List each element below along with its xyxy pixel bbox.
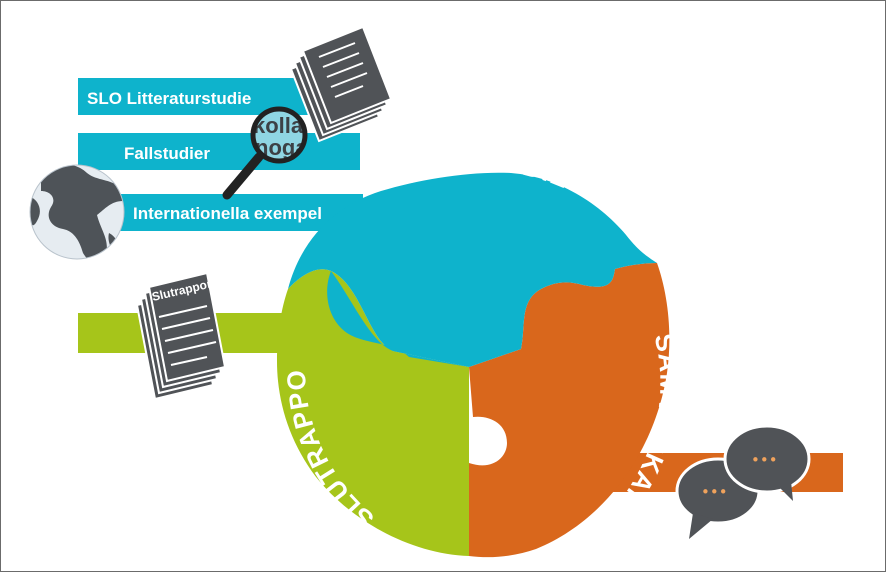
bar-fallstudier bbox=[78, 133, 360, 170]
puzzle-piece-slutrapport bbox=[277, 269, 469, 556]
label-fallstudier: Fallstudier bbox=[124, 144, 210, 163]
speech-dots-2: ••• bbox=[751, 451, 778, 469]
document-stack-icon bbox=[289, 25, 393, 143]
report-document-icon: Slutrapport bbox=[135, 271, 227, 401]
magnifier-icon: kolla noga bbox=[222, 106, 308, 200]
puzzle-piece-samverkansarena bbox=[469, 263, 670, 558]
puzzle-piece-forstudie bbox=[288, 172, 657, 367]
globe-icon bbox=[29, 164, 125, 260]
bar-internationella bbox=[78, 194, 363, 231]
speech-dots-1: ••• bbox=[701, 483, 728, 501]
label-internationella: Internationella exempel bbox=[133, 204, 322, 223]
label-litteraturstudie: SLO Litteraturstudie bbox=[87, 89, 251, 108]
speech-bubbles-icon: ••• ••• bbox=[675, 424, 811, 539]
puzzle-knob-forstudie bbox=[327, 271, 469, 367]
